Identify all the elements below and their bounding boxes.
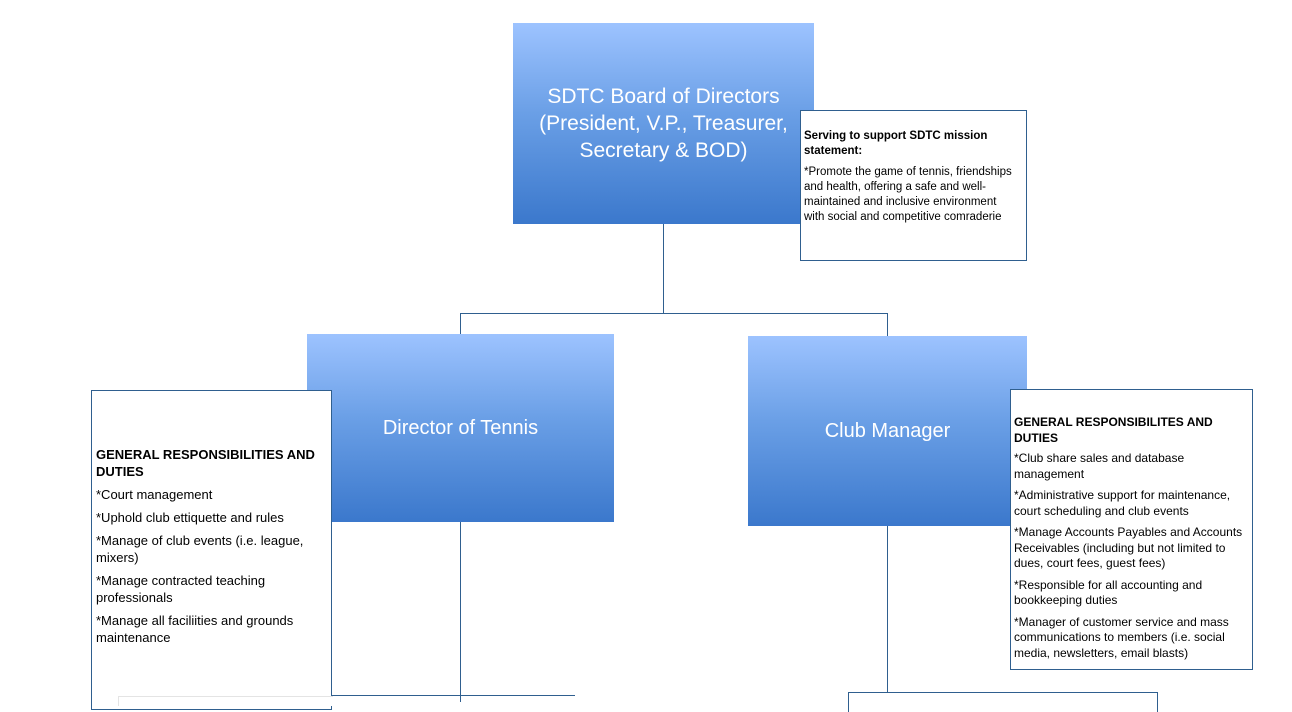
node-board-label: SDTC Board of Directors (President, V.P.… [539,85,788,162]
node-director-of-tennis: Director of Tennis [307,334,614,522]
director-duty-item: *Manage of club events (i.e. league, mix… [96,533,304,565]
mission-statement-note: Serving to support SDTC mission statemen… [800,110,1027,261]
node-director-label: Director of Tennis [382,416,539,439]
mission-note-title: Serving to support SDTC mission statemen… [804,130,988,157]
director-duty-item: *Manage contracted teaching professional… [96,573,266,605]
director-duty-item: *Court management [96,487,213,502]
child-node-stub-left [118,696,333,706]
manager-note-title: GENERAL RESPONSIBILITES AND DUTIES [1014,415,1213,445]
director-note-title: GENERAL RESPONSIBILITIES AND DUTIES [96,447,315,479]
director-duty-item: *Uphold club ettiquette and rules [96,510,284,525]
node-board-of-directors: SDTC Board of Directors (President, V.P.… [513,23,814,224]
manager-duty-item: *Manage Accounts Payables and Accounts R… [1014,525,1243,570]
manager-duty-item: *Responsible for all accounting and book… [1014,577,1203,608]
director-duties-note: GENERAL RESPONSIBILITIES AND DUTIES *Cou… [91,390,332,710]
mission-note-body: *Promote the game of tennis, friendships… [804,166,1012,223]
manager-duty-item: *Manager of customer service and mass co… [1014,614,1229,660]
node-manager-label: Club Manager [824,419,951,442]
manager-duties-note: GENERAL RESPONSIBILITES AND DUTIES *Club… [1010,389,1253,670]
manager-duty-item: *Club share sales and database managemen… [1014,451,1185,481]
director-duty-item: *Manage all faciliities and grounds main… [96,613,294,645]
child-node-stub-right [848,692,1158,712]
node-club-manager: Club Manager [748,336,1027,526]
manager-duty-item: *Administrative support for maintenance,… [1014,488,1231,518]
